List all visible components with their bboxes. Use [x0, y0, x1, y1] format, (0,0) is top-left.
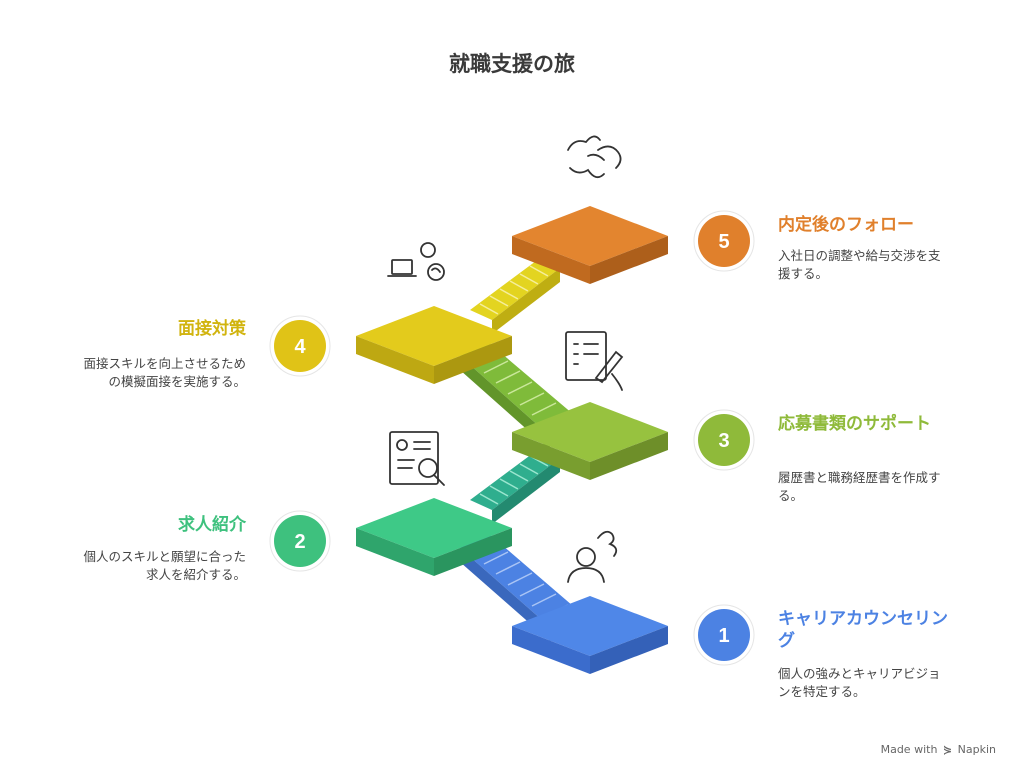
napkin-logo-icon: ⋟ [942, 743, 953, 756]
step-number-4-label: 4 [294, 336, 306, 358]
step-1-description: 個人の強みとキャリアビジョンを特定する。 [778, 666, 941, 699]
diagram-title: 就職支援の旅 [449, 52, 575, 76]
handshake-icon [567, 135, 622, 179]
document-edit-icon [565, 331, 624, 391]
step-3-heading: 応募書類のサポート [778, 414, 931, 434]
platform-1 [512, 596, 668, 674]
step-5-heading: 内定後のフォロー [778, 215, 914, 235]
watermark-brand: Napkin [957, 743, 996, 756]
step-number-3: 3 [693, 409, 755, 471]
resume-search-icon [389, 431, 445, 486]
stairs-4-5 [470, 258, 560, 334]
step-number-3-label: 3 [718, 430, 729, 452]
step-number-1: 1 [693, 604, 755, 666]
step-3-description: 履歴書と職務経歴書を作成する。 [778, 470, 941, 503]
napkin-watermark: Made with ⋟ Napkin [881, 743, 996, 756]
watermark-prefix: Made with [880, 743, 938, 756]
step-4-description: 面接スキルを向上させるための模擬面接を実施する。 [83, 356, 246, 389]
step-number-1-label: 1 [718, 625, 729, 647]
step-number-5-label: 5 [718, 231, 729, 253]
step-number-2-label: 2 [294, 531, 305, 553]
step-number-5: 5 [693, 210, 755, 272]
step-5-description: 入社日の調整や給与交渉を支援する。 [778, 248, 941, 281]
step-1-heading: キャリアカウンセリング [778, 609, 948, 651]
platform-5 [512, 206, 668, 284]
step-number-4: 4 [269, 315, 331, 377]
platform-4 [356, 306, 512, 384]
stairs-2-3 [470, 448, 560, 524]
step-2-description: 個人のスキルと願望に合った求人を紹介する。 [83, 549, 246, 582]
step-number-2: 2 [269, 510, 331, 572]
platform-3 [512, 402, 668, 480]
step-2-heading: 求人紹介 [178, 515, 246, 535]
platform-2 [356, 498, 512, 576]
person-thinking-icon [567, 530, 618, 583]
online-interview-icon [387, 242, 445, 281]
step-4-heading: 面接対策 [178, 319, 246, 339]
